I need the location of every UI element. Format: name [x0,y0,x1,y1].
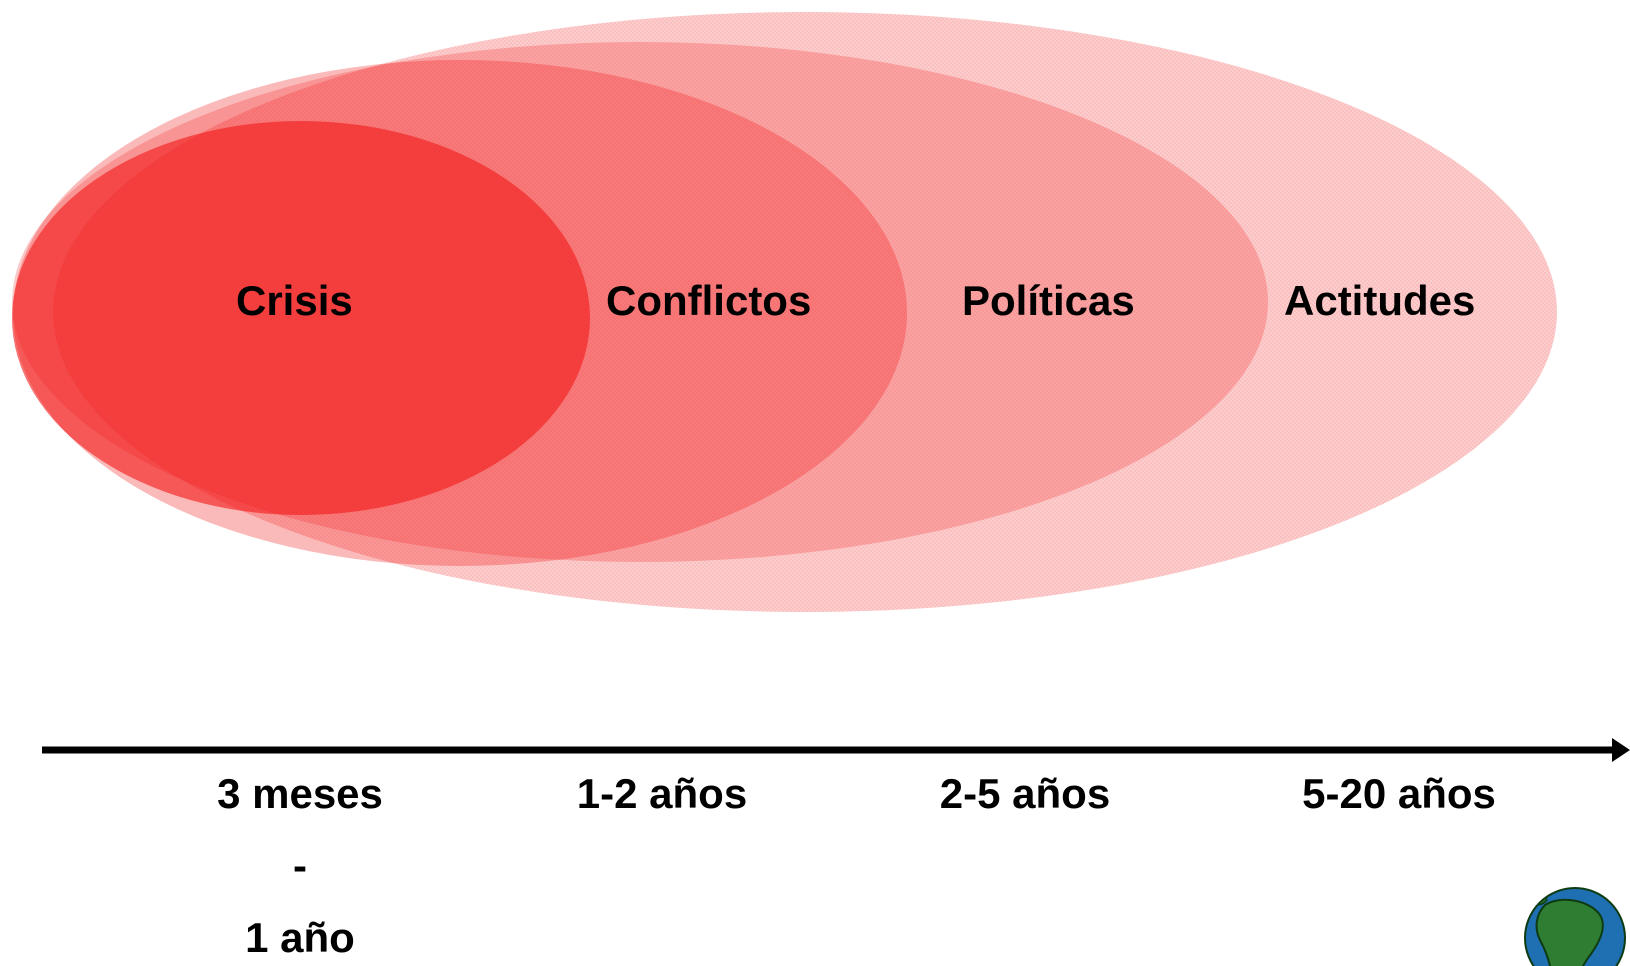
time-label-actitudes: 5-20 años [1302,770,1496,817]
stage-label-actitudes: Actitudes [1284,277,1475,324]
time-label-crisis-line1: 3 meses [217,770,383,817]
time-label-conflictos: 1-2 años [577,770,747,817]
timeline-arrowhead [1612,738,1630,762]
stage-label-conflictos: Conflictos [606,277,811,324]
stage-label-crisis: Crisis [236,277,353,324]
globe-icon [1524,887,1626,966]
time-label-crisis-line2: - [293,842,307,889]
ellipse-crisis [12,121,590,515]
time-label-crisis-line3: 1 año [245,914,355,961]
stage-label-politicas: Políticas [962,277,1135,324]
time-label-politicas: 2-5 años [940,770,1110,817]
